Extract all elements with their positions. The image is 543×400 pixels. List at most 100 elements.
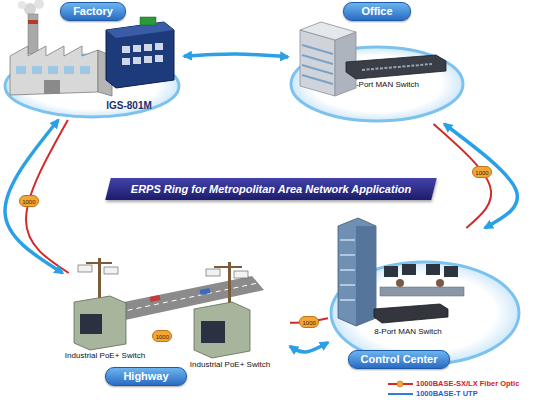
- utp-link: [184, 54, 288, 57]
- site-area: HighwayIndustrial PoE+ SwitchIndustrial …: [50, 255, 310, 387]
- speed-badge: 1000: [152, 330, 172, 342]
- legend-fiber-line: [388, 383, 413, 385]
- office-window-row: [302, 55, 333, 64]
- title-banner: ERPS Ring for Metropolitan Area Network …: [108, 178, 434, 200]
- factory-window: [16, 66, 26, 74]
- control-tower: [338, 218, 376, 326]
- cctv-camera: [206, 269, 220, 276]
- smoke-puff: [18, 1, 26, 9]
- smoke-puff: [34, 0, 44, 9]
- street-cabinet: [74, 296, 126, 350]
- rj45-port: [133, 45, 141, 52]
- switch-node: Industrial PoE+ Switch: [55, 273, 155, 363]
- man-switch: [374, 304, 448, 323]
- factory-window: [80, 66, 90, 74]
- pole-arm: [86, 262, 112, 264]
- platform-ellipse-shape: [331, 262, 519, 364]
- office-roof: [300, 22, 356, 40]
- site-label: Highway: [105, 367, 187, 386]
- rj45-port: [144, 44, 152, 51]
- device-label: Industrial PoE+ Switch: [175, 360, 285, 370]
- lane-marking: [110, 283, 258, 314]
- power-terminal: [140, 17, 156, 25]
- office-window-row: [302, 65, 333, 74]
- tower-window: [340, 254, 355, 256]
- device-label: 8-Port MAN Switch: [358, 327, 458, 337]
- site-label: Control Center: [348, 350, 450, 369]
- rj45-port: [133, 57, 141, 64]
- monitor: [426, 264, 440, 275]
- site-label: Office: [343, 2, 411, 21]
- device-label: 24-Port MAN Switch: [333, 80, 433, 90]
- car: [150, 295, 161, 302]
- rj45-port: [155, 43, 163, 50]
- pole-arm: [214, 266, 242, 268]
- platform-ellipse-shape: [5, 55, 179, 117]
- industrial-switch: [106, 22, 174, 88]
- site-node: Office 24-Port MAN Switch: [288, 0, 466, 124]
- model-label: IGS-801M: [94, 100, 164, 112]
- switch-top: [106, 22, 174, 38]
- factory-side: [98, 50, 112, 96]
- diagram-title: ERPS Ring for Metropolitan Area Network …: [108, 178, 434, 200]
- platform-ellipse-shape: [291, 47, 463, 121]
- monitor: [444, 266, 458, 277]
- device-label: Industrial PoE+ Switch: [55, 351, 155, 361]
- tower-window: [340, 284, 355, 286]
- utp-link: [5, 120, 63, 273]
- legend-text: 1000BASE-T UTP: [416, 389, 478, 398]
- factory-door: [44, 80, 60, 94]
- rj45-port: [122, 46, 130, 53]
- site-node: 8-Port MAN SwitchControl Center: [328, 228, 523, 373]
- camera-pole: [98, 258, 101, 304]
- poe-switch: [80, 314, 102, 334]
- factory-building: [10, 46, 98, 95]
- chimney-band: [28, 20, 38, 24]
- console-desk: [380, 287, 464, 296]
- tower-window: [340, 269, 355, 271]
- rj45-port: [144, 56, 152, 63]
- site-node: FactoryIGS-801M: [2, 0, 184, 120]
- legend-utp-line: [388, 393, 413, 395]
- legend-fiber-dot: [397, 381, 403, 387]
- operator: [396, 279, 404, 287]
- tower-window: [340, 299, 355, 301]
- cctv-camera: [234, 271, 248, 278]
- legend-text: 1000BASE-SX/LX Fiber Optic: [416, 379, 519, 388]
- site-label: Factory: [60, 2, 126, 21]
- monitor: [402, 264, 416, 275]
- factory-window: [48, 66, 58, 74]
- office-window-row: [302, 75, 333, 84]
- factory-window: [32, 66, 42, 74]
- man-switch: [346, 55, 446, 79]
- car: [200, 288, 211, 295]
- monitor: [384, 266, 398, 277]
- tower-side: [356, 226, 376, 326]
- speed-badge: 1000: [299, 316, 319, 328]
- switch-ports: [362, 64, 432, 70]
- office-building: [300, 30, 335, 96]
- cctv-camera: [78, 265, 92, 272]
- factory-window: [64, 66, 74, 74]
- operator: [436, 279, 444, 287]
- switch-node: Industrial PoE+ Switch: [170, 280, 290, 370]
- speed-badge: 1000: [19, 195, 39, 207]
- speed-badge: 1000: [472, 166, 492, 178]
- utp-link: [290, 343, 328, 353]
- street-cabinet: [194, 302, 250, 358]
- tower-window: [340, 239, 355, 241]
- office-window-row: [302, 45, 333, 54]
- rj45-port: [122, 58, 130, 65]
- utp-link: [444, 124, 517, 228]
- chimney: [28, 14, 38, 54]
- cctv-camera: [104, 267, 118, 274]
- highway-road: [104, 276, 264, 322]
- camera-pole: [228, 262, 231, 312]
- rj45-port: [155, 55, 163, 62]
- poe-switch: [201, 321, 225, 343]
- office-side: [335, 32, 356, 96]
